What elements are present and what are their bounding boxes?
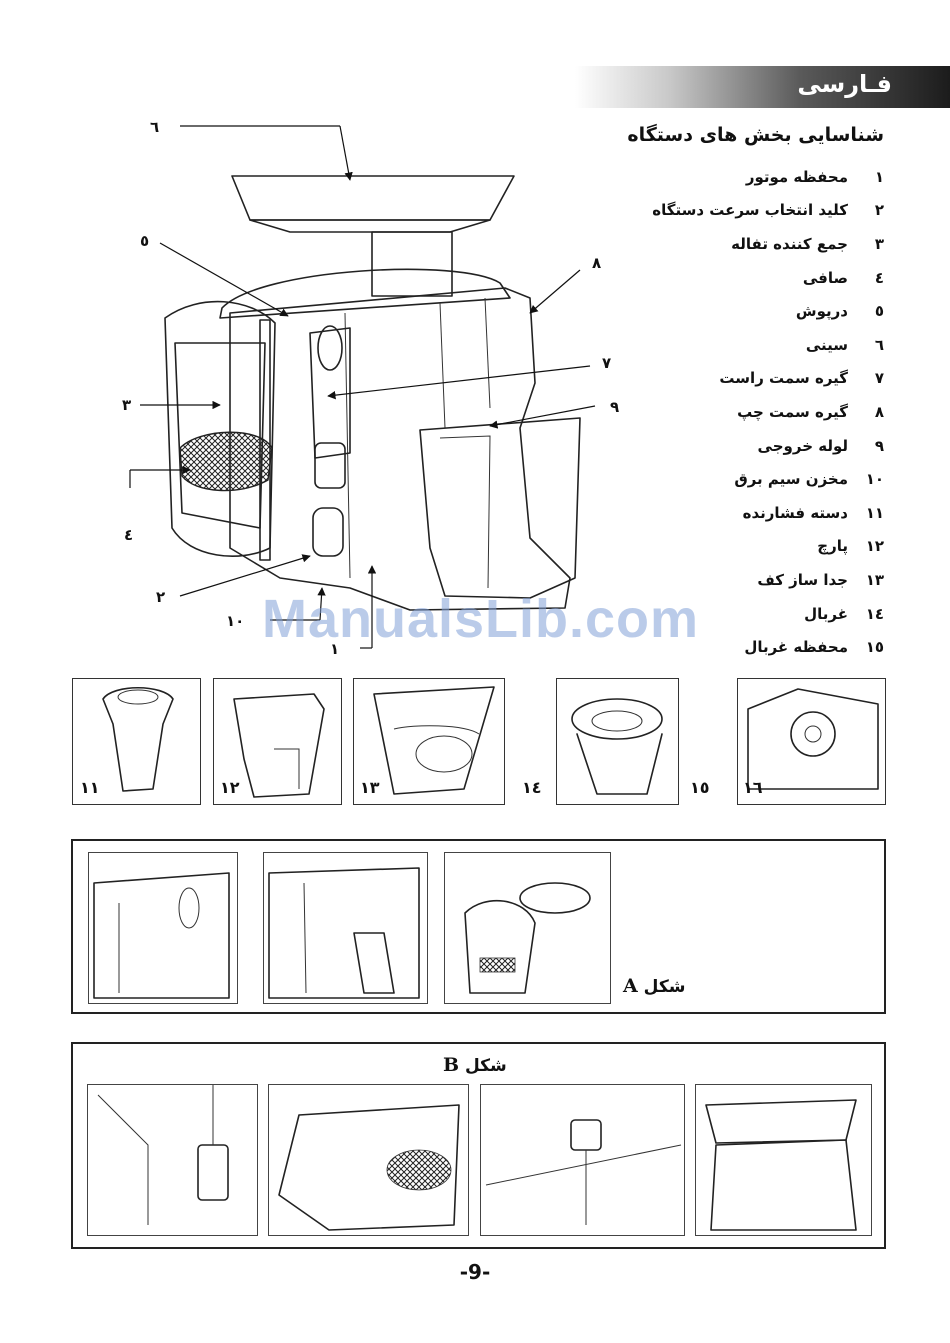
callout-1: ۱ xyxy=(330,640,339,658)
figure-b-panel xyxy=(87,1084,258,1236)
figure-b-label: شکل B xyxy=(443,1054,507,1076)
thumbnail-label: ۱۱ xyxy=(80,778,100,797)
clamp-oval xyxy=(317,325,343,371)
callout-3: ۳ xyxy=(122,396,131,414)
language-header-bar: فـارسی xyxy=(575,66,950,108)
thumbnail-sieve xyxy=(556,678,679,805)
callout-2: ۲ xyxy=(156,588,165,606)
thumbnail-foam-separator xyxy=(353,678,505,805)
callout-10: ۱۰ xyxy=(226,612,244,630)
figure-b-panel xyxy=(480,1084,685,1236)
motor-housing xyxy=(229,287,571,611)
tray-outline xyxy=(231,175,515,221)
figure-a-panel xyxy=(263,852,428,1004)
thumbnail-label: ۱٥ xyxy=(690,778,710,797)
juicer-diagram: ٦ ٥ ۸ ۷ ۹ ۳ ٤ ۲ ۱۰ ۱ xyxy=(122,118,619,658)
thumbnail-label: ۱۲ xyxy=(220,778,240,797)
figure-a-panel xyxy=(444,852,611,1004)
jug-body xyxy=(419,417,581,599)
feed-tube xyxy=(371,231,453,297)
figure-b-panel xyxy=(695,1084,872,1236)
figure-a-panel xyxy=(88,852,238,1004)
callout-8: ۸ xyxy=(592,254,601,272)
callout-4: ٤ xyxy=(124,526,133,544)
callout-5: ٥ xyxy=(140,232,149,250)
thumbnail-label: ۱٦ xyxy=(743,778,763,797)
speed-switch xyxy=(312,507,344,557)
callout-7: ۷ xyxy=(602,354,611,372)
watermark: ManualsLib.com xyxy=(262,589,700,649)
thumbnail-label: ۱٤ xyxy=(522,778,542,797)
thumbnail-pusher xyxy=(72,678,201,805)
figure-b-panel xyxy=(268,1084,469,1236)
figure-a-box: شکل A xyxy=(71,839,886,1014)
page-number: -9- xyxy=(459,1260,491,1284)
language-title: فـارسی xyxy=(797,70,892,98)
parts-heading: شناسایی بخش های دستگاه xyxy=(627,124,884,146)
thumbnail-motor-shaft xyxy=(737,678,886,805)
thumbnail-jug xyxy=(213,678,342,805)
figure-b-box: شکل B xyxy=(71,1042,886,1249)
pusher-rod xyxy=(259,319,271,561)
callout-9: ۹ xyxy=(610,398,619,416)
filter-basket xyxy=(179,431,273,492)
thumbnail-label: ۱۳ xyxy=(360,778,380,797)
lid-dome xyxy=(219,268,511,319)
figure-a-label: شکل A xyxy=(623,975,686,997)
pulp-collector xyxy=(164,300,276,557)
callout-6: ٦ xyxy=(150,118,159,136)
